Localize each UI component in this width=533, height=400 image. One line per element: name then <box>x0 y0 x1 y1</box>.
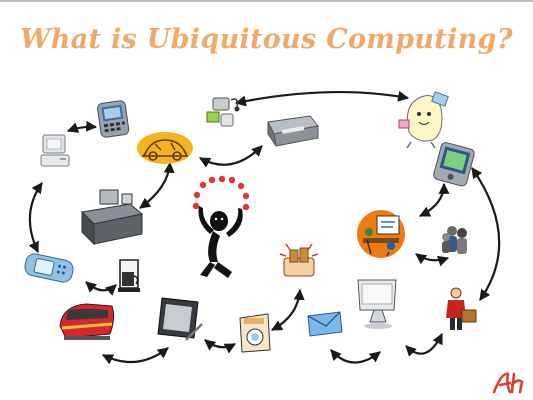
ah-logo-icon <box>492 372 524 394</box>
office-desk-icon <box>80 189 144 246</box>
washing-machine-icon <box>239 313 271 353</box>
email-envelope-icon <box>307 311 343 337</box>
people-group-icon <box>442 226 467 254</box>
coffee-maker-icon <box>118 259 140 292</box>
page-title: What is Ubiquitous Computing? <box>20 24 513 55</box>
arrow-car-printer <box>199 145 263 168</box>
arrow-audio-printer-mascot <box>234 90 410 107</box>
presentation-meeting-icon <box>357 210 405 258</box>
arrow-meeting-group <box>415 253 450 267</box>
juggler-balls <box>192 175 250 211</box>
delivery-man-icon <box>446 287 477 330</box>
arrow-car-desk <box>139 161 175 209</box>
arrow-phone-coffee <box>85 281 117 296</box>
arrow-envelope-imac <box>330 349 381 364</box>
train-icon <box>59 303 115 340</box>
connection-arrows <box>28 90 501 365</box>
arrow-desktop-phone <box>28 182 43 253</box>
arrow-train-pda <box>102 347 169 365</box>
arrow-imac-delivery <box>405 333 443 357</box>
mobile-phone-icon <box>24 253 74 283</box>
top-divider <box>0 0 533 2</box>
desktop-computer-icon <box>40 134 70 167</box>
juggler-figure-icon <box>198 206 243 278</box>
arrow-handheld-delivery <box>471 167 501 301</box>
arrow-handheld-meeting <box>419 182 450 217</box>
audio-player-icon <box>206 97 240 127</box>
arrow-pda-washer <box>204 339 236 354</box>
toaster-icon <box>279 243 319 277</box>
handheld-device-icon <box>433 142 475 187</box>
car-icon <box>137 132 193 164</box>
arrow-desktop-blackberry <box>66 120 98 133</box>
pda-stylus-icon <box>157 297 203 341</box>
blackberry-device-icon <box>97 100 130 138</box>
mascot-character-icon <box>398 91 449 149</box>
arrow-washer-toaster <box>271 288 305 331</box>
printer-icon <box>267 115 319 147</box>
imac-computer-icon <box>357 279 397 329</box>
